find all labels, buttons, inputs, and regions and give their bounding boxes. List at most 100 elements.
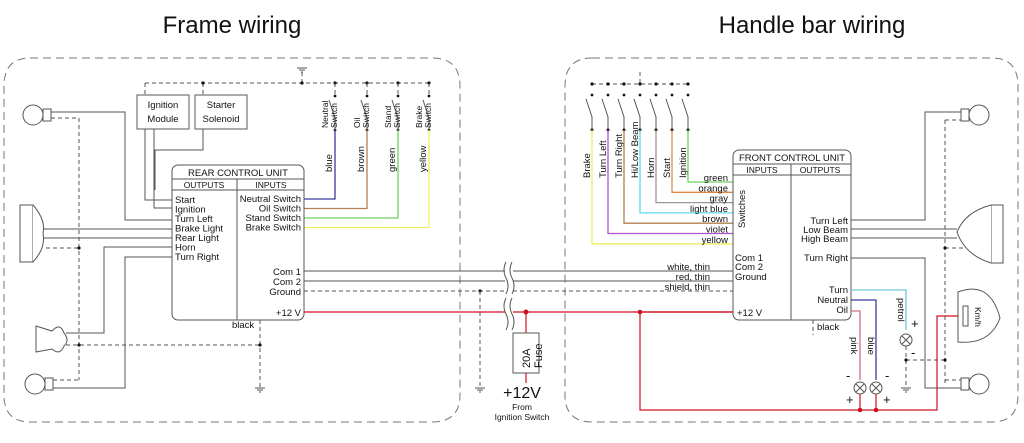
svg-text:Switch: Switch xyxy=(361,103,371,128)
supply-source: Ignition Switch xyxy=(495,412,550,422)
svg-text:Km/h: Km/h xyxy=(973,307,983,327)
front-control-unit: FRONT CONTROL UNIT INPUTS OUTPUTS Switch… xyxy=(732,149,852,321)
handlebar-wiring-title: Handle bar wiring xyxy=(719,12,906,39)
svg-text:Ground: Ground xyxy=(735,272,767,283)
svg-text:Solenoid: Solenoid xyxy=(203,114,240,125)
svg-text:High Beam: High Beam xyxy=(801,234,848,245)
frame-switch-label: Oil xyxy=(352,118,362,129)
svg-text:+12 V: +12 V xyxy=(737,308,763,319)
rcu-output-label: Start xyxy=(175,195,195,206)
handlebar-switch-wire-label: gray xyxy=(710,194,729,205)
handlebar-switch-label: Ignition xyxy=(678,147,689,178)
svg-text:-: - xyxy=(911,345,915,360)
front-turn-lamp-right-top xyxy=(960,104,990,126)
ground-symbol-frame-top xyxy=(297,67,307,83)
horn xyxy=(35,325,68,353)
svg-text:Switch: Switch xyxy=(423,103,433,128)
frame-wiring-title: Frame wiring xyxy=(163,12,302,39)
bus-label-shield: shield, thin xyxy=(665,282,710,293)
handlebar-switch-label: Horn xyxy=(646,157,657,178)
svg-text:Oil: Oil xyxy=(836,305,848,316)
svg-text:Switch: Switch xyxy=(392,103,402,128)
rcu-ground-wire-label: black xyxy=(232,320,254,331)
starter-solenoid: Starter Solenoid xyxy=(194,94,248,130)
rcu-com2: Com 2 xyxy=(273,277,301,288)
handlebar-switch-label: Turn Left xyxy=(598,140,609,178)
svg-text:Turn: Turn xyxy=(829,285,848,296)
svg-text:Com 1: Com 1 xyxy=(735,253,763,264)
svg-text:-: - xyxy=(846,368,850,383)
frame-switch-wire-label: brown xyxy=(356,146,367,172)
bus-label-white: white, thin xyxy=(666,262,710,273)
ground-symbol-rcu xyxy=(255,387,265,393)
frame-boundary xyxy=(3,57,461,423)
svg-text:Com 2: Com 2 xyxy=(735,262,763,273)
fcu-inputs-header: INPUTS xyxy=(746,165,778,175)
rear-control-unit: REAR CONTROL UNIT OUTPUTS INPUTS StartIg… xyxy=(171,164,305,321)
bus-label-red: red, thin xyxy=(676,272,710,283)
blue-wire-label: blue xyxy=(865,337,876,355)
handlebar-switch: Turn Left violet xyxy=(598,82,733,236)
rcu-input-label: Stand Switch xyxy=(246,213,301,224)
petrol-wire-label: petrol xyxy=(895,298,906,322)
ignition-module: Ignition Module xyxy=(136,94,190,130)
rcu-input-label: Oil Switch xyxy=(259,204,301,215)
speedometer: Km/h xyxy=(957,288,1001,343)
fcu-switches-label: Switches xyxy=(737,190,748,228)
handlebar-switch-wire-label: brown xyxy=(702,214,728,225)
svg-text:+: + xyxy=(883,392,891,407)
handlebar-switch-label: Start xyxy=(662,158,673,178)
svg-text:-: - xyxy=(885,368,889,383)
neutral-indicator-lamp xyxy=(869,381,883,395)
rcu-ground: Ground xyxy=(269,287,301,298)
svg-text:Switch: Switch xyxy=(329,103,339,128)
rcu-input-label: Neutral Switch xyxy=(240,194,301,205)
frame-switch-wire-label: yellow xyxy=(418,145,429,172)
svg-text:Ignition: Ignition xyxy=(148,100,179,111)
fcu-outputs-header: OUTPUTS xyxy=(800,165,841,175)
fcu-ground-wire-label: black xyxy=(817,322,839,333)
rcu-title: REAR CONTROL UNIT xyxy=(188,168,288,179)
supply-from: From xyxy=(512,402,532,412)
svg-text:Fuse: Fuse xyxy=(533,344,545,368)
rcu-output-label: Turn Right xyxy=(175,252,219,263)
rcu-outputs-header: OUTPUTS xyxy=(184,180,225,190)
rcu-output-label: Turn Left xyxy=(175,214,213,225)
rear-turn-lamp-left xyxy=(24,373,54,395)
handlebar-switch: Ignition green xyxy=(678,82,733,184)
svg-text:Low Beam: Low Beam xyxy=(803,225,848,236)
handlebar-switch-label: Hi/Low Beam xyxy=(630,121,641,178)
handlebar-switch: Start orange xyxy=(662,82,733,194)
svg-text:Turn Right: Turn Right xyxy=(804,253,848,264)
handlebar-switch-wire-label: violet xyxy=(706,225,729,236)
rcu-com1: Com 1 xyxy=(273,267,301,278)
handlebar-switch-wire-label: green xyxy=(704,173,728,184)
handlebar-switch-wire-label: orange xyxy=(698,183,728,194)
oil-warning-lamp xyxy=(853,381,867,395)
svg-text:Turn Left: Turn Left xyxy=(810,216,848,227)
ground-symbol-indicators xyxy=(901,387,911,393)
fuse-20a: 20A Fuse xyxy=(512,332,545,374)
tail-lamp xyxy=(19,204,44,263)
rcu-input-label: Brake Switch xyxy=(246,223,301,234)
handlebar-switch: Horn gray xyxy=(646,82,733,205)
front-turn-lamp-left xyxy=(22,104,52,126)
handlebar-switch-label: Brake xyxy=(582,153,593,178)
frame-switch-wire-label: green xyxy=(387,148,398,172)
svg-text:Module: Module xyxy=(147,114,178,125)
rcu-power: +12 V xyxy=(276,308,302,319)
rcu-inputs-header: INPUTS xyxy=(255,180,287,190)
svg-text:Neutral: Neutral xyxy=(817,295,848,306)
supply-voltage: +12V xyxy=(503,385,541,402)
frame-switch-wire-label: blue xyxy=(324,154,335,172)
rcu-output-label: Ignition xyxy=(175,205,206,216)
frame-switch-label: Brake xyxy=(414,106,424,128)
